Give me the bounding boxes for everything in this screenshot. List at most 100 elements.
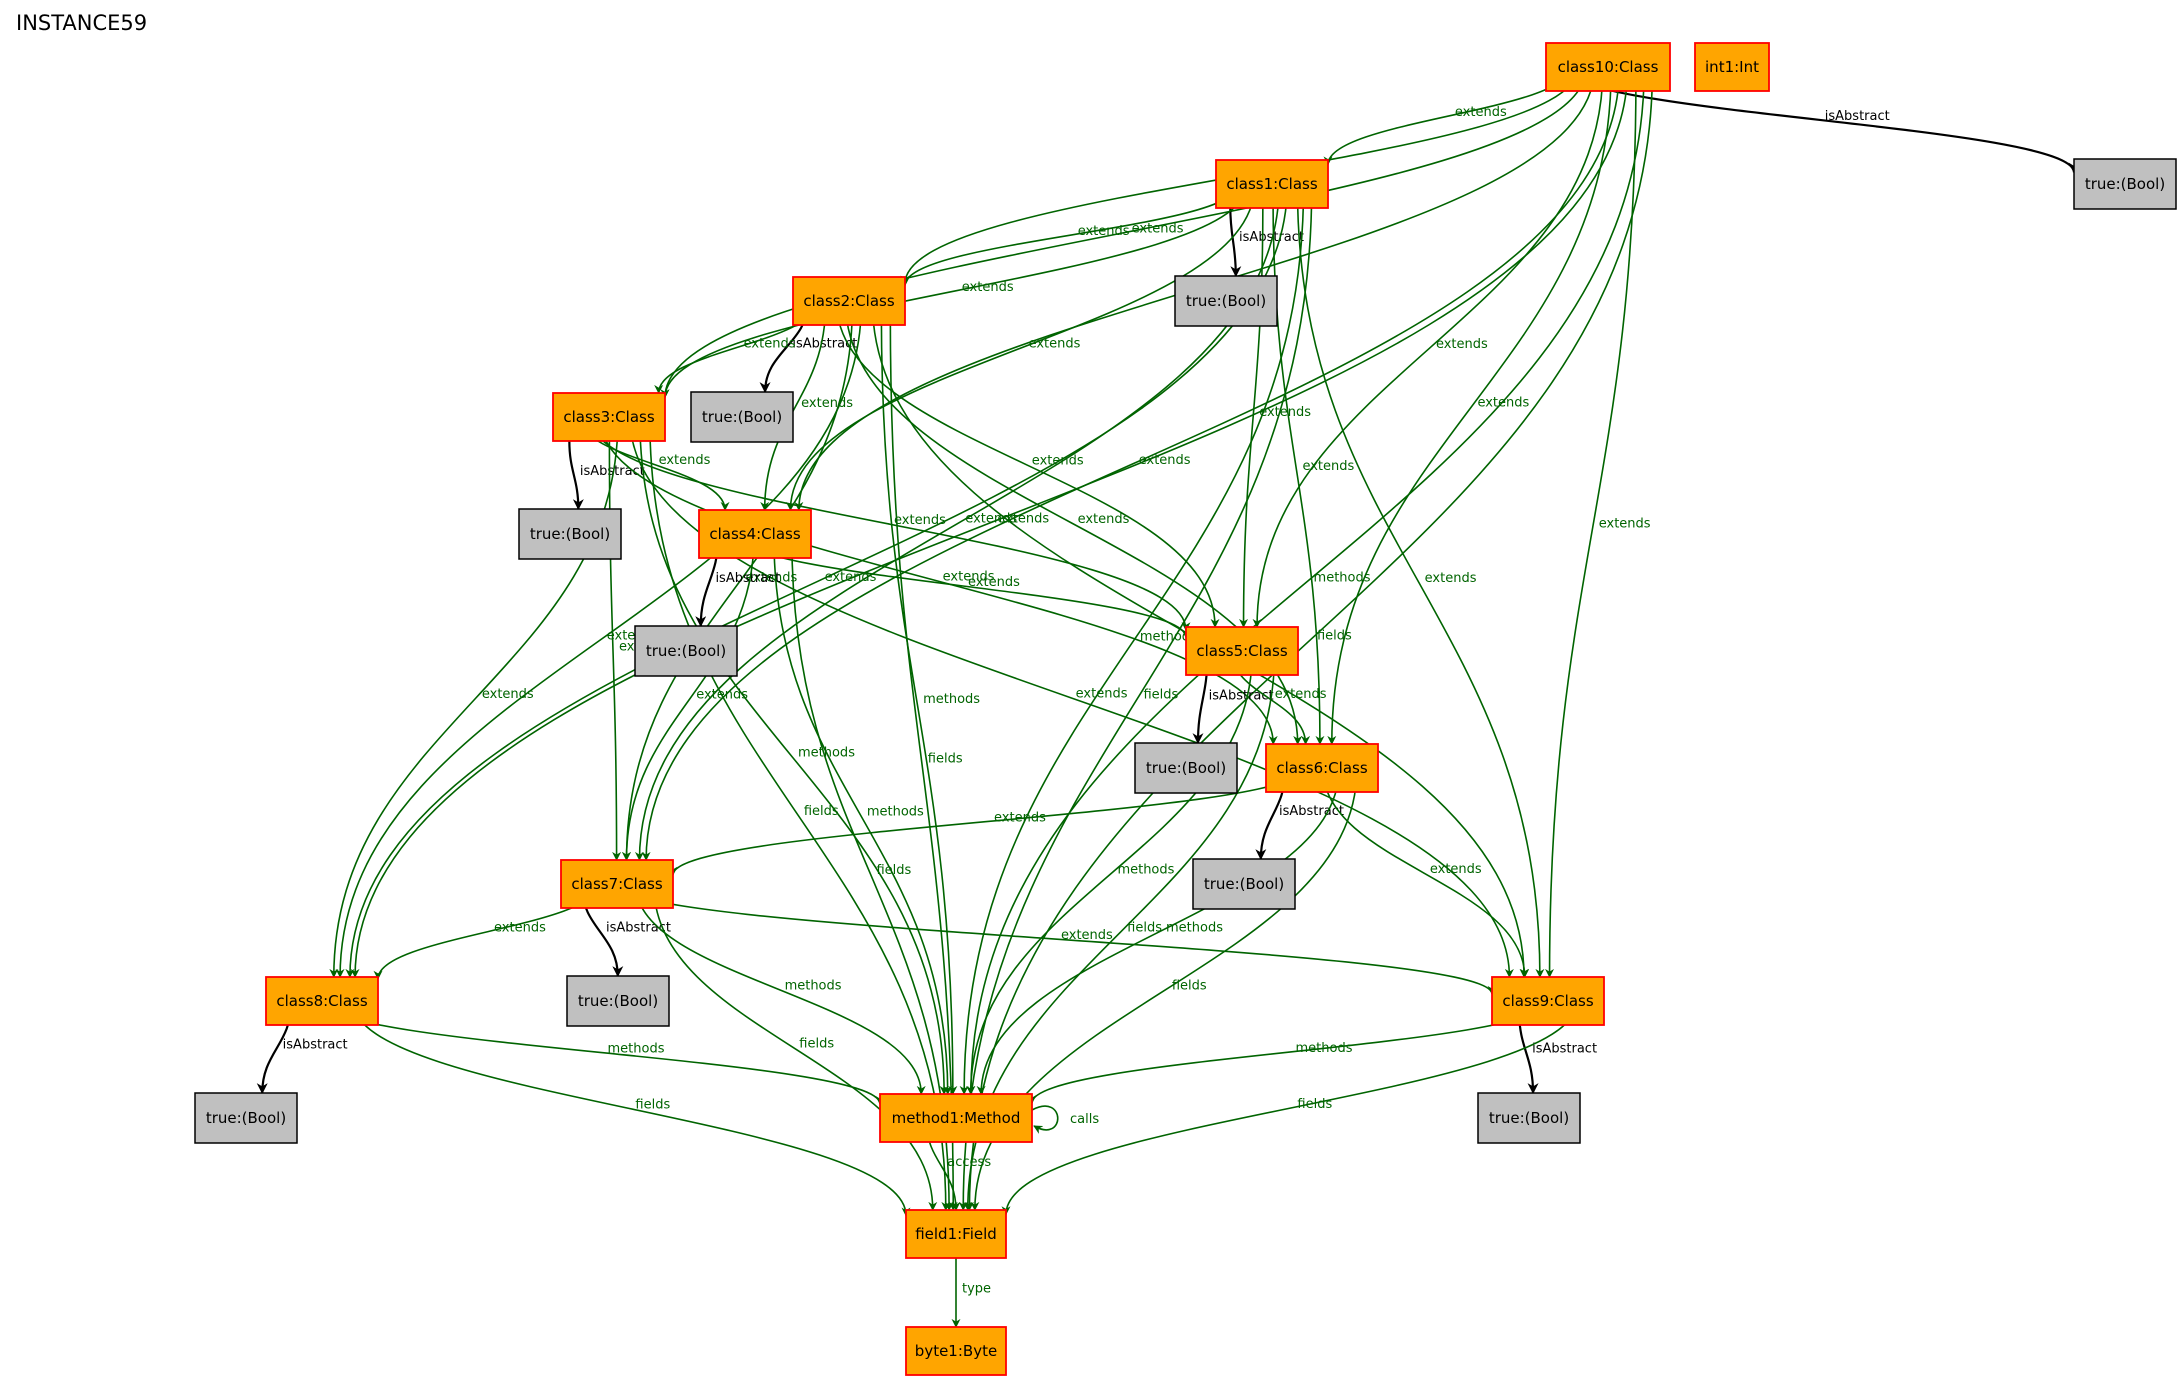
node-b5[interactable]: true:(Bool) xyxy=(1134,742,1238,794)
edge-line xyxy=(900,184,1240,287)
node-label: class10:Class xyxy=(1558,58,1659,76)
edge-class10-fields-field1: fields xyxy=(964,68,1654,1211)
edge-label: extends xyxy=(1599,516,1651,531)
node-field1[interactable]: field1:Field xyxy=(905,1209,1007,1259)
class-node-box xyxy=(879,1093,1033,1143)
edge-line xyxy=(1322,769,1530,978)
node-byte1[interactable]: byte1:Byte xyxy=(905,1326,1007,1376)
node-b10[interactable]: true:(Bool) xyxy=(2073,158,2177,210)
class-node-box xyxy=(905,1326,1007,1376)
edge-line xyxy=(1239,205,1264,628)
node-class3[interactable]: class3:Class xyxy=(552,392,666,442)
node-b2[interactable]: true:(Bool) xyxy=(690,391,794,443)
node-label: class3:Class xyxy=(563,408,654,426)
edge-line xyxy=(345,184,1289,978)
node-class5[interactable]: class5:Class xyxy=(1185,626,1299,676)
bool-node-box xyxy=(566,975,670,1027)
edge-line xyxy=(660,184,1248,399)
edge-line xyxy=(1545,77,1637,978)
edge-line xyxy=(335,302,863,978)
edge-class2-fields-field1: fields xyxy=(889,314,963,1211)
edge-class2-methods-method1: methods xyxy=(880,311,980,1095)
node-b9[interactable]: true:(Bool) xyxy=(1477,1092,1581,1144)
node-int1[interactable]: int1:Int xyxy=(1694,42,1770,92)
node-label: class7:Class xyxy=(571,875,662,893)
node-class9[interactable]: class9:Class xyxy=(1491,976,1605,1026)
edge-label: isAbstract xyxy=(1825,109,1890,124)
edge-line xyxy=(1296,187,1545,978)
node-b1[interactable]: true:(Bool) xyxy=(1174,275,1278,327)
node-label: true:(Bool) xyxy=(530,525,610,543)
edge-class3-extends-class9: extends xyxy=(629,417,1514,978)
edge-label: fields xyxy=(876,863,911,878)
edge-label: methods xyxy=(785,978,842,993)
edge-label: isAbstract xyxy=(1239,230,1304,245)
edge-label: extends xyxy=(825,570,877,585)
edge-line xyxy=(635,884,926,1095)
edge-label: extends xyxy=(1132,221,1184,236)
edge-class1-extends-class2: extends xyxy=(900,184,1240,287)
edge-line xyxy=(350,67,1629,978)
edge-line xyxy=(1327,69,1612,745)
edge-label: methods xyxy=(923,692,980,707)
edge-line xyxy=(1252,68,1604,628)
node-b8[interactable]: true:(Bool) xyxy=(194,1092,298,1144)
node-label: true:(Bool) xyxy=(578,992,658,1010)
edge-class1-fields-field1: fields xyxy=(958,186,1313,1211)
bool-node-box xyxy=(1477,1092,1581,1144)
node-b6[interactable]: true:(Bool) xyxy=(1192,858,1296,910)
edge-line xyxy=(568,440,584,511)
edge-line xyxy=(959,186,1305,1095)
node-class2[interactable]: class2:Class xyxy=(792,276,906,326)
edge-label: fields xyxy=(928,751,963,766)
bool-node-box xyxy=(634,625,738,677)
node-class6[interactable]: class6:Class xyxy=(1265,743,1379,793)
node-label: int1:Int xyxy=(1705,58,1759,76)
edge-class6-fields-field1: fields xyxy=(970,769,1358,1211)
node-class8[interactable]: class8:Class xyxy=(265,976,379,1026)
edge-line xyxy=(653,885,938,1211)
edge-class4-methods-method1: methods xyxy=(773,537,953,1095)
edge-line xyxy=(352,1001,911,1217)
class-node-box xyxy=(552,392,666,442)
node-label: class9:Class xyxy=(1502,992,1593,1010)
edge-class3-fields-field1: fields xyxy=(649,419,951,1211)
bool-node-box xyxy=(1192,858,1296,910)
node-class1[interactable]: class1:Class xyxy=(1215,159,1329,209)
edge-label: fields xyxy=(1317,628,1352,643)
diagram-title: INSTANCE59 xyxy=(16,11,147,35)
node-b7[interactable]: true:(Bool) xyxy=(566,975,670,1027)
node-label: true:(Bool) xyxy=(2085,175,2165,193)
edge-label: fields xyxy=(804,804,839,819)
edge-label: extends xyxy=(894,513,946,528)
node-method1[interactable]: method1:Method xyxy=(879,1093,1033,1143)
node-label: true:(Bool) xyxy=(1186,292,1266,310)
edge-line xyxy=(760,304,827,511)
edge-class6-methods-method1: methods xyxy=(976,768,1340,1095)
edge-line xyxy=(608,440,622,861)
edge-label: access xyxy=(947,1155,991,1170)
node-label: byte1:Byte xyxy=(915,1342,997,1360)
edge-class1-extends-class9: extends xyxy=(1296,187,1545,978)
node-b3[interactable]: true:(Bool) xyxy=(518,508,622,560)
edge-label: fields xyxy=(1172,979,1207,994)
edge-line xyxy=(1001,1001,1578,1216)
edge-line xyxy=(641,67,1621,861)
edge-label: extends xyxy=(1430,862,1482,877)
bool-node-box xyxy=(1174,275,1278,327)
node-label: class8:Class xyxy=(276,992,367,1010)
node-label: class4:Class xyxy=(709,525,800,543)
edge-class9-methods-method1: methods xyxy=(1027,1001,1548,1104)
node-class7[interactable]: class7:Class xyxy=(560,859,674,909)
edge-label: calls xyxy=(1070,1112,1099,1127)
node-class10[interactable]: class10:Class xyxy=(1545,42,1671,92)
bool-node-box xyxy=(194,1092,298,1144)
node-b4[interactable]: true:(Bool) xyxy=(634,625,738,677)
edge-class10-extends-class9: extends xyxy=(1545,77,1651,978)
node-label: true:(Bool) xyxy=(1489,1109,1569,1127)
edge-class9-fields-field1: fields xyxy=(1001,1001,1578,1216)
node-class4[interactable]: class4:Class xyxy=(698,509,812,559)
edge-label: isAbstract xyxy=(1279,804,1344,819)
edge-class4-extends-class7: extends xyxy=(621,536,755,861)
edge-line xyxy=(599,417,1278,745)
